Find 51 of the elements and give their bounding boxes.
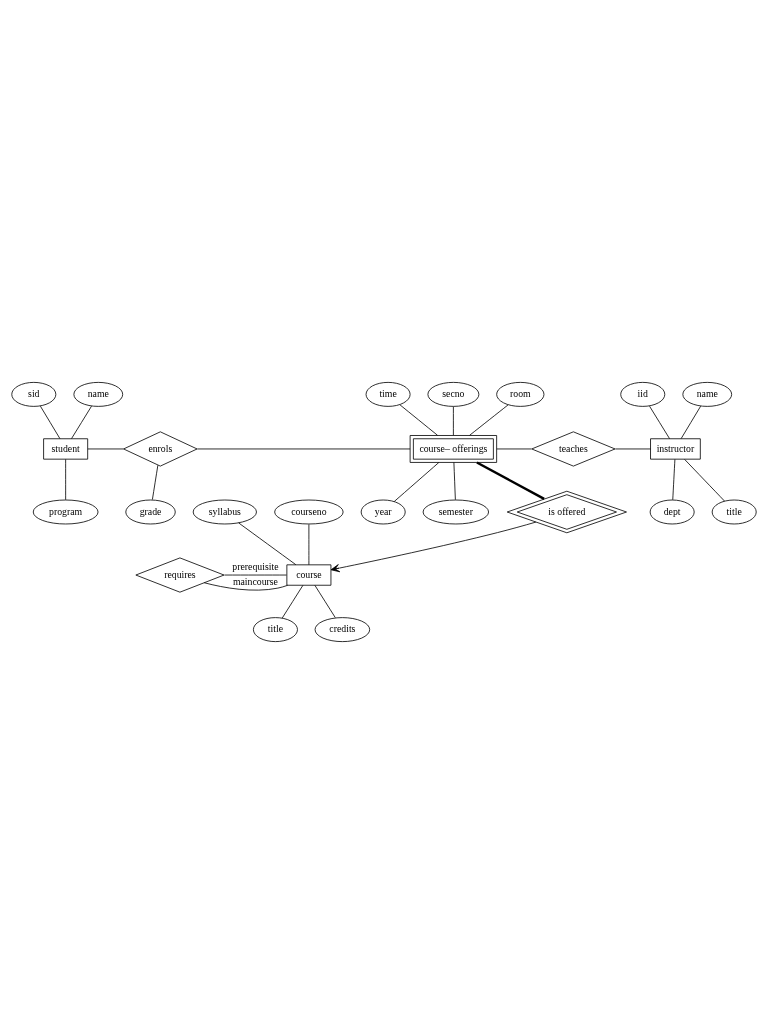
- node-ellipse: secno: [427, 381, 480, 407]
- node-box: instructor: [650, 438, 701, 460]
- node-ellipse: credits: [314, 617, 371, 642]
- node-ellipse: iid: [620, 381, 666, 407]
- connector: [152, 464, 159, 500]
- node-ellipse: time: [365, 381, 411, 407]
- node-diamond: requires: [135, 557, 225, 593]
- node-ellipse: room: [496, 381, 545, 407]
- connector: [399, 404, 438, 436]
- connector: [393, 462, 440, 502]
- arrow: [330, 521, 537, 573]
- node-ellipse: courseno: [274, 499, 344, 525]
- node-ellipse: name: [682, 381, 733, 407]
- node-box: course: [286, 564, 332, 586]
- connector: [87, 448, 124, 450]
- connector: [452, 406, 454, 436]
- connector: [680, 405, 702, 440]
- node-ellipse: semester: [422, 499, 489, 525]
- node-ellipse: title: [253, 617, 298, 642]
- connector: [684, 458, 725, 502]
- node-box: student: [43, 438, 89, 460]
- node-ellipse: title: [711, 499, 757, 525]
- node-diamond: teaches: [531, 431, 616, 467]
- node-ellipse: name: [73, 381, 124, 407]
- connector: [40, 405, 61, 440]
- connector: [281, 584, 304, 619]
- connector: [308, 523, 310, 566]
- node-ellipse: year: [360, 499, 406, 525]
- connector: [71, 405, 92, 440]
- connector: [614, 448, 651, 450]
- node-diamond: is offered: [506, 490, 627, 534]
- node-ellipse: dept: [649, 499, 695, 525]
- connector: [453, 462, 456, 501]
- connector: [314, 584, 336, 618]
- connector: [65, 458, 67, 501]
- connector: [196, 448, 411, 450]
- connector: [223, 574, 287, 576]
- node-ellipse: grade: [125, 499, 176, 525]
- connector: [203, 582, 288, 591]
- node-ellipse: syllabus: [192, 499, 257, 525]
- connector: [476, 461, 545, 500]
- edge-label: prerequisite: [232, 560, 279, 572]
- node-ellipse: program: [32, 499, 99, 525]
- connector: [496, 448, 532, 450]
- node-ellipse: sid: [11, 381, 57, 407]
- connector: [238, 522, 297, 566]
- connector: [672, 458, 676, 501]
- node-diamond: enrols: [123, 431, 198, 467]
- connector: [649, 405, 670, 440]
- connector: [469, 404, 509, 436]
- edge-label: maincourse: [232, 576, 278, 588]
